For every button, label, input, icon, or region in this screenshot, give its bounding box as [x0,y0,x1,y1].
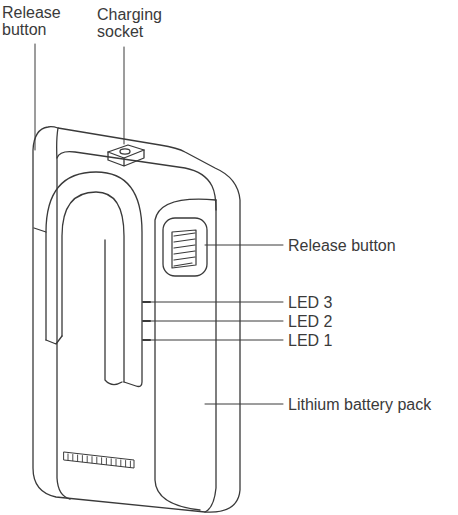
release-button-shape [163,218,207,276]
vent-slot [82,455,83,462]
socket-hole [120,149,130,154]
vent-slots [68,454,130,468]
vent-slot [77,455,78,462]
release-button-grille [172,230,196,268]
vent-slot [106,458,107,465]
vent-slot [72,454,73,461]
clip-inner [62,192,124,382]
part-label: Release button [2,4,72,38]
vent-slot [92,456,93,463]
vent-slot [125,460,126,467]
charging-socket [108,145,144,158]
front-face-edge [57,128,70,499]
clip-foot [34,228,62,344]
clip-slot [105,240,122,385]
led-label: LED 1 [288,332,448,349]
part-label: Lithium battery pack [288,396,454,413]
vent-slot [130,461,131,468]
vent-slot [96,457,97,464]
vent-slot [120,460,121,467]
leader-lines [35,44,283,404]
bottom-vent [64,452,134,468]
clip-outer [46,172,142,387]
vent-slot [116,459,117,466]
led-marks [143,302,150,340]
part-label: Release button [288,237,448,254]
led-label: LED 2 [288,313,448,330]
vent-slot [111,458,112,465]
led-label: LED 3 [288,294,448,311]
vent-slot [101,457,102,464]
charging-socket-side [108,150,144,166]
part-label: Charging socket [97,6,177,40]
vent-slot [87,456,88,463]
vent-slot [68,454,69,461]
side-panel [155,199,216,510]
battery-body [33,127,240,512]
